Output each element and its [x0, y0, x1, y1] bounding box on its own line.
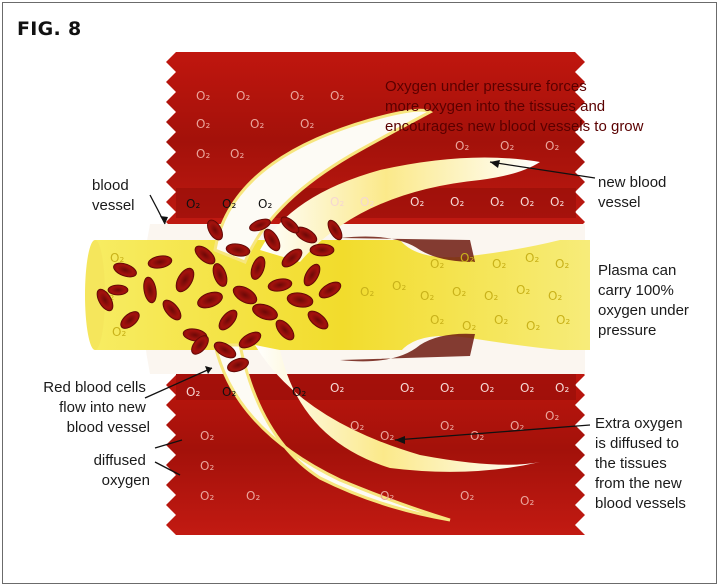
annotation-plasma: Plasma can carry 100% oxygen under press… — [598, 262, 693, 339]
svg-text:O₂: O₂ — [300, 117, 314, 131]
annotation-diffused-oxygen: diffused oxygen — [94, 452, 150, 489]
svg-text:O₂: O₂ — [430, 257, 444, 271]
svg-text:O₂: O₂ — [400, 381, 414, 395]
annotation-top: Oxygen under pressure forces more oxygen… — [385, 78, 644, 135]
svg-text:O₂: O₂ — [330, 89, 344, 103]
svg-text:O₂: O₂ — [452, 285, 466, 299]
svg-text:O₂: O₂ — [492, 257, 506, 271]
svg-text:O₂: O₂ — [440, 419, 454, 433]
annotation-new-blood-vessel: new blood vessel — [598, 174, 671, 211]
svg-text:O₂: O₂ — [290, 89, 304, 103]
svg-text:O₂: O₂ — [258, 197, 272, 211]
svg-text:O₂: O₂ — [360, 285, 374, 299]
svg-text:O₂: O₂ — [330, 195, 344, 209]
svg-text:O₂: O₂ — [550, 195, 564, 209]
svg-text:O₂: O₂ — [236, 89, 250, 103]
svg-text:O₂: O₂ — [455, 139, 469, 153]
svg-text:O₂: O₂ — [186, 197, 200, 211]
svg-text:O₂: O₂ — [490, 195, 504, 209]
red-blood-cell — [108, 285, 128, 295]
svg-text:O₂: O₂ — [196, 147, 210, 161]
svg-text:O₂: O₂ — [462, 319, 476, 333]
svg-text:O₂: O₂ — [200, 459, 214, 473]
svg-text:O₂: O₂ — [545, 139, 559, 153]
svg-text:O₂: O₂ — [250, 117, 264, 131]
svg-text:O₂: O₂ — [460, 251, 474, 265]
annotation-red-blood-cells: Red blood cells flow into new blood vess… — [43, 379, 150, 436]
svg-text:O₂: O₂ — [350, 419, 364, 433]
svg-text:O₂: O₂ — [430, 313, 444, 327]
svg-text:O₂: O₂ — [480, 381, 494, 395]
svg-text:O₂: O₂ — [545, 409, 559, 423]
annotation-blood-vessel: blood vessel — [92, 177, 135, 214]
svg-text:O₂: O₂ — [380, 429, 394, 443]
svg-text:O₂: O₂ — [196, 89, 210, 103]
svg-text:O₂: O₂ — [525, 251, 539, 265]
svg-text:O₂: O₂ — [548, 289, 562, 303]
svg-text:O₂: O₂ — [380, 489, 394, 503]
svg-text:O₂: O₂ — [555, 381, 569, 395]
svg-text:O₂: O₂ — [526, 319, 540, 333]
svg-text:O₂: O₂ — [410, 195, 424, 209]
svg-text:O₂: O₂ — [520, 195, 534, 209]
svg-text:O₂: O₂ — [292, 385, 306, 399]
svg-text:O₂: O₂ — [500, 139, 514, 153]
svg-text:O₂: O₂ — [470, 429, 484, 443]
red-blood-cell — [310, 244, 334, 256]
svg-text:O₂: O₂ — [200, 489, 214, 503]
svg-text:O₂: O₂ — [556, 313, 570, 327]
svg-text:O₂: O₂ — [222, 197, 236, 211]
svg-text:O₂: O₂ — [230, 147, 244, 161]
svg-text:O₂: O₂ — [246, 489, 260, 503]
annotation-extra-oxygen: Extra oxygen is diffused to the tissues … — [595, 415, 687, 512]
svg-text:O₂: O₂ — [186, 385, 200, 399]
svg-text:O₂: O₂ — [520, 494, 534, 508]
svg-text:O₂: O₂ — [420, 289, 434, 303]
svg-text:O₂: O₂ — [484, 289, 498, 303]
svg-text:O₂: O₂ — [200, 429, 214, 443]
svg-text:O₂: O₂ — [360, 195, 374, 209]
svg-text:O₂: O₂ — [196, 117, 210, 131]
svg-text:O₂: O₂ — [520, 381, 534, 395]
svg-text:O₂: O₂ — [460, 489, 474, 503]
svg-text:O₂: O₂ — [330, 381, 344, 395]
svg-text:O₂: O₂ — [494, 313, 508, 327]
svg-text:O₂: O₂ — [450, 195, 464, 209]
svg-text:O₂: O₂ — [555, 257, 569, 271]
svg-text:O₂: O₂ — [516, 283, 530, 297]
svg-text:O₂: O₂ — [392, 279, 406, 293]
svg-text:O₂: O₂ — [222, 385, 236, 399]
svg-text:O₂: O₂ — [440, 381, 454, 395]
